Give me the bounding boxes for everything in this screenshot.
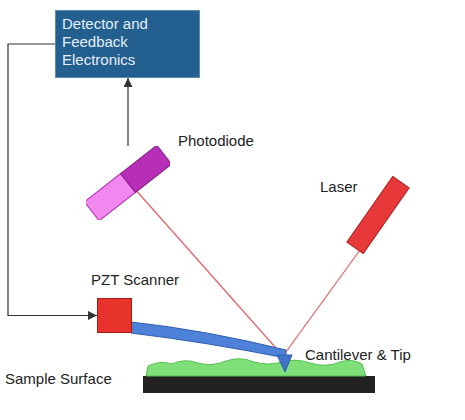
cantilever-label: Cantilever & Tip	[305, 346, 411, 364]
node-label: Photodiode	[178, 132, 254, 150]
sample-label: Sample Surface	[5, 370, 112, 388]
node-label: Detector and Feedback Electronics	[62, 15, 193, 69]
node-label: PZT Scanner	[91, 271, 179, 289]
signal-connector	[127, 78, 128, 146]
laser-beam	[283, 250, 360, 356]
electronics-box: Detector and Feedback Electronics	[55, 10, 200, 78]
laser-label: Laser	[320, 178, 358, 196]
sample-stage	[143, 376, 375, 393]
probe-tip	[277, 355, 292, 372]
signal-connector	[8, 44, 97, 316]
photodiode: Photodiode	[86, 146, 170, 220]
cantilever	[131, 322, 286, 358]
photodiode-shape	[86, 146, 170, 220]
pzt-scanner: PZT Scanner	[97, 298, 132, 333]
